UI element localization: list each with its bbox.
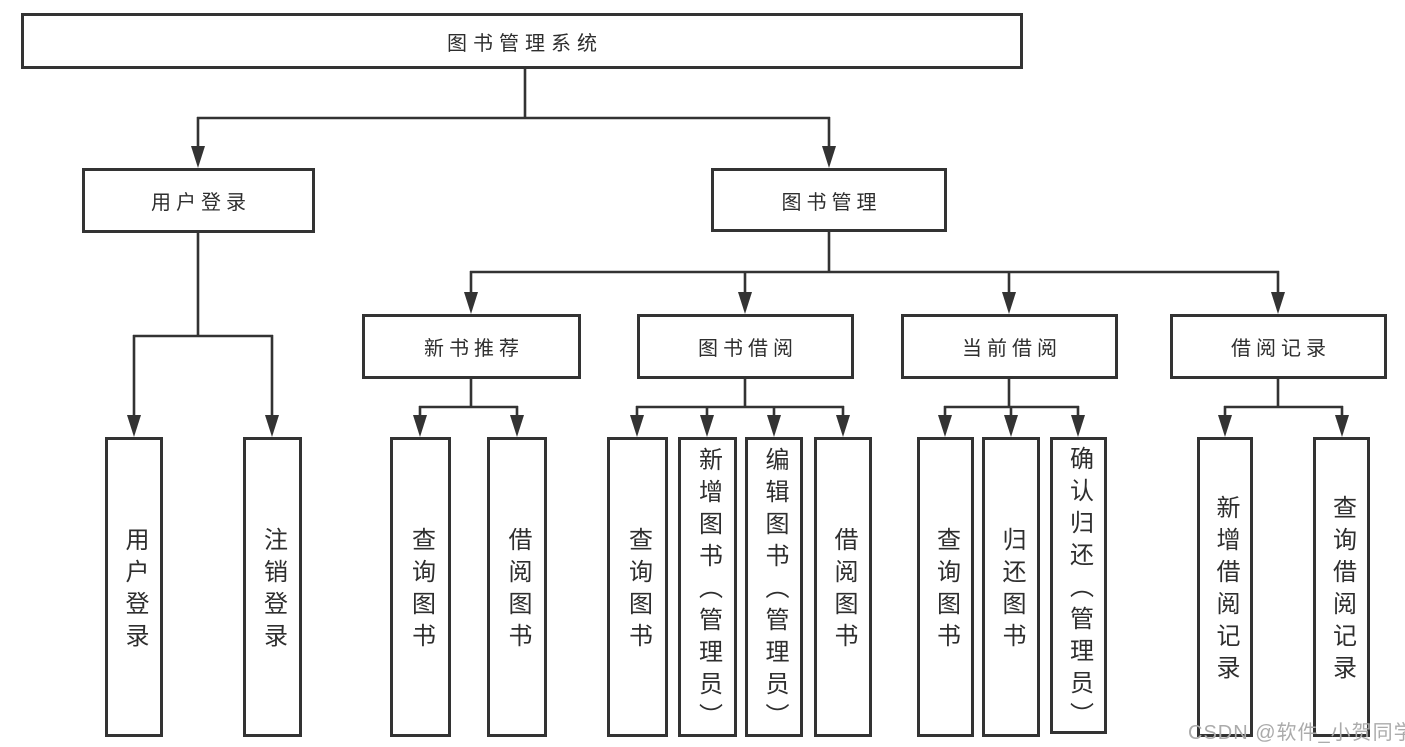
node-borrowing-records: 借阅记录 [1170,314,1387,379]
node-rec-borrow-books: 借阅图书 [487,437,547,737]
node-user-login: 用户登录 [105,437,163,737]
node-new-book-recommend: 新书推荐 [362,314,581,379]
csdn-watermark: CSDN @软件_小贺同学 [1188,722,1405,744]
node-cb-confirm-return-admin-label: 确认归还（管理员） [1065,445,1093,734]
node-cb-return-books-label: 归还图书 [998,527,1025,655]
node-br-add-record-label: 新增借阅记录 [1212,495,1239,687]
node-current-borrowing: 当前借阅 [901,314,1118,379]
node-user-login-branch: 用户登录 [82,168,315,233]
node-logout-label: 注销登录 [259,527,287,655]
node-bb-edit-books-admin-label: 编辑图书（管理员） [761,447,788,735]
node-book-management: 图书管理 [711,168,947,232]
node-br-query-record-label: 查询借阅记录 [1328,495,1356,687]
node-book-borrowing: 图书借阅 [637,314,854,379]
node-bb-edit-books-admin: 编辑图书（管理员） [745,437,803,737]
node-bb-query-books: 查询图书 [607,437,668,737]
node-user-login-label: 用户登录 [121,527,148,655]
arrowheads [127,146,1349,437]
node-bb-borrow-books: 借阅图书 [814,437,872,737]
node-bb-add-books-admin: 新增图书（管理员） [678,437,737,737]
node-bb-query-books-label: 查询图书 [624,527,652,655]
branch-lines [132,69,1344,419]
node-logout: 注销登录 [243,437,302,737]
node-root-system: 图书管理系统 [21,13,1023,69]
node-br-query-record: 查询借阅记录 [1313,437,1370,737]
node-cb-query-books: 查询图书 [917,437,974,737]
node-bb-add-books-admin-label: 新增图书（管理员） [694,447,722,735]
node-bb-borrow-books-label: 借阅图书 [830,527,857,655]
node-cb-query-books-label: 查询图书 [932,527,960,655]
node-rec-query-books: 查询图书 [390,437,451,737]
node-cb-confirm-return-admin: 确认归还（管理员） [1050,437,1107,734]
node-rec-query-books-label: 查询图书 [407,527,435,655]
node-cb-return-books: 归还图书 [982,437,1040,737]
node-rec-borrow-books-label: 借阅图书 [504,527,531,655]
node-br-add-record: 新增借阅记录 [1197,437,1253,737]
